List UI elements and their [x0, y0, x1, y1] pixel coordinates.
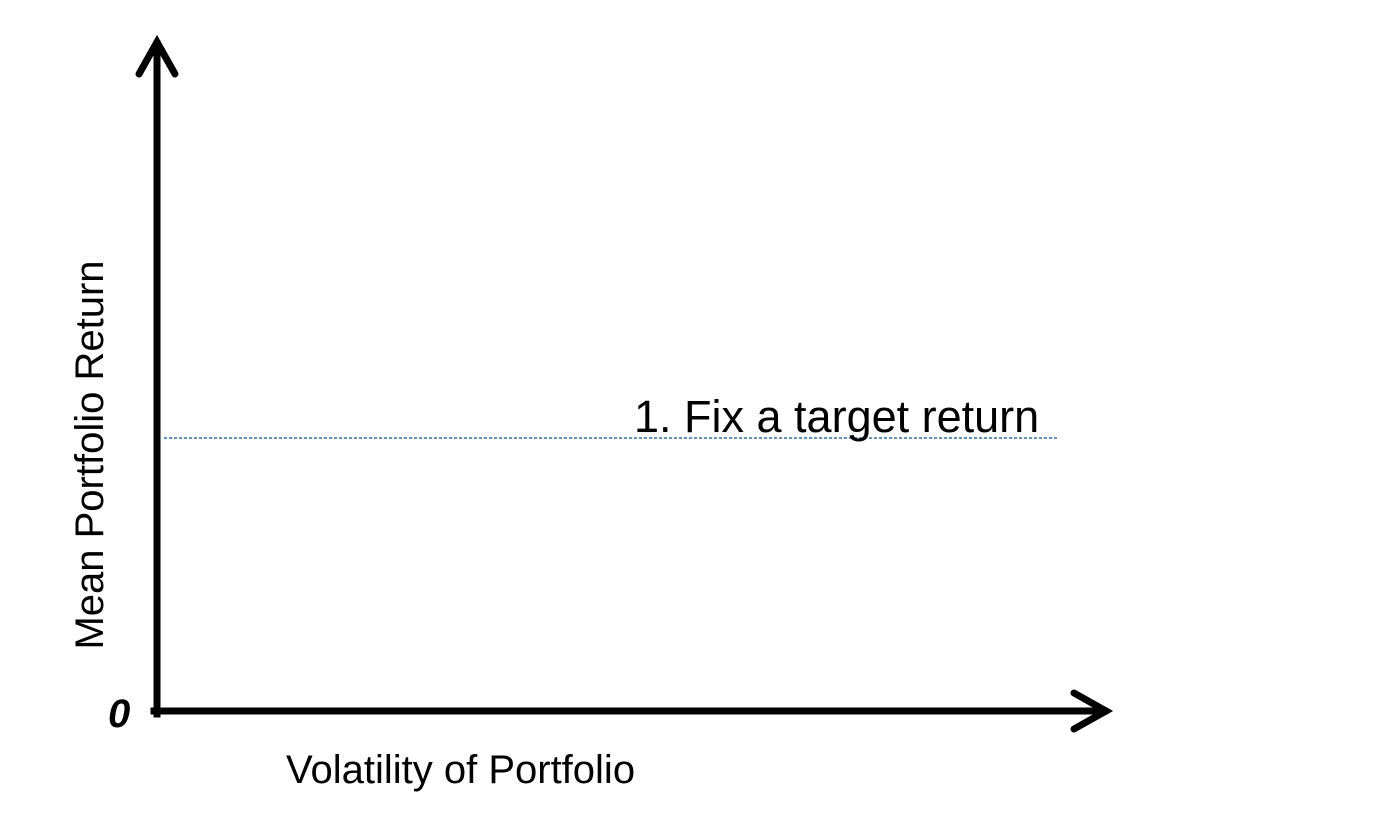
x-axis-label: Volatility of Portfolio [286, 748, 636, 792]
x-axis-arrowhead [1070, 689, 1114, 733]
target-return-label: 1. Fix a target return [634, 391, 1040, 442]
y-axis-label: Mean Portfolio Return [68, 260, 112, 650]
origin-label: 0 [108, 692, 131, 736]
y-axis-arrowhead [135, 34, 179, 78]
